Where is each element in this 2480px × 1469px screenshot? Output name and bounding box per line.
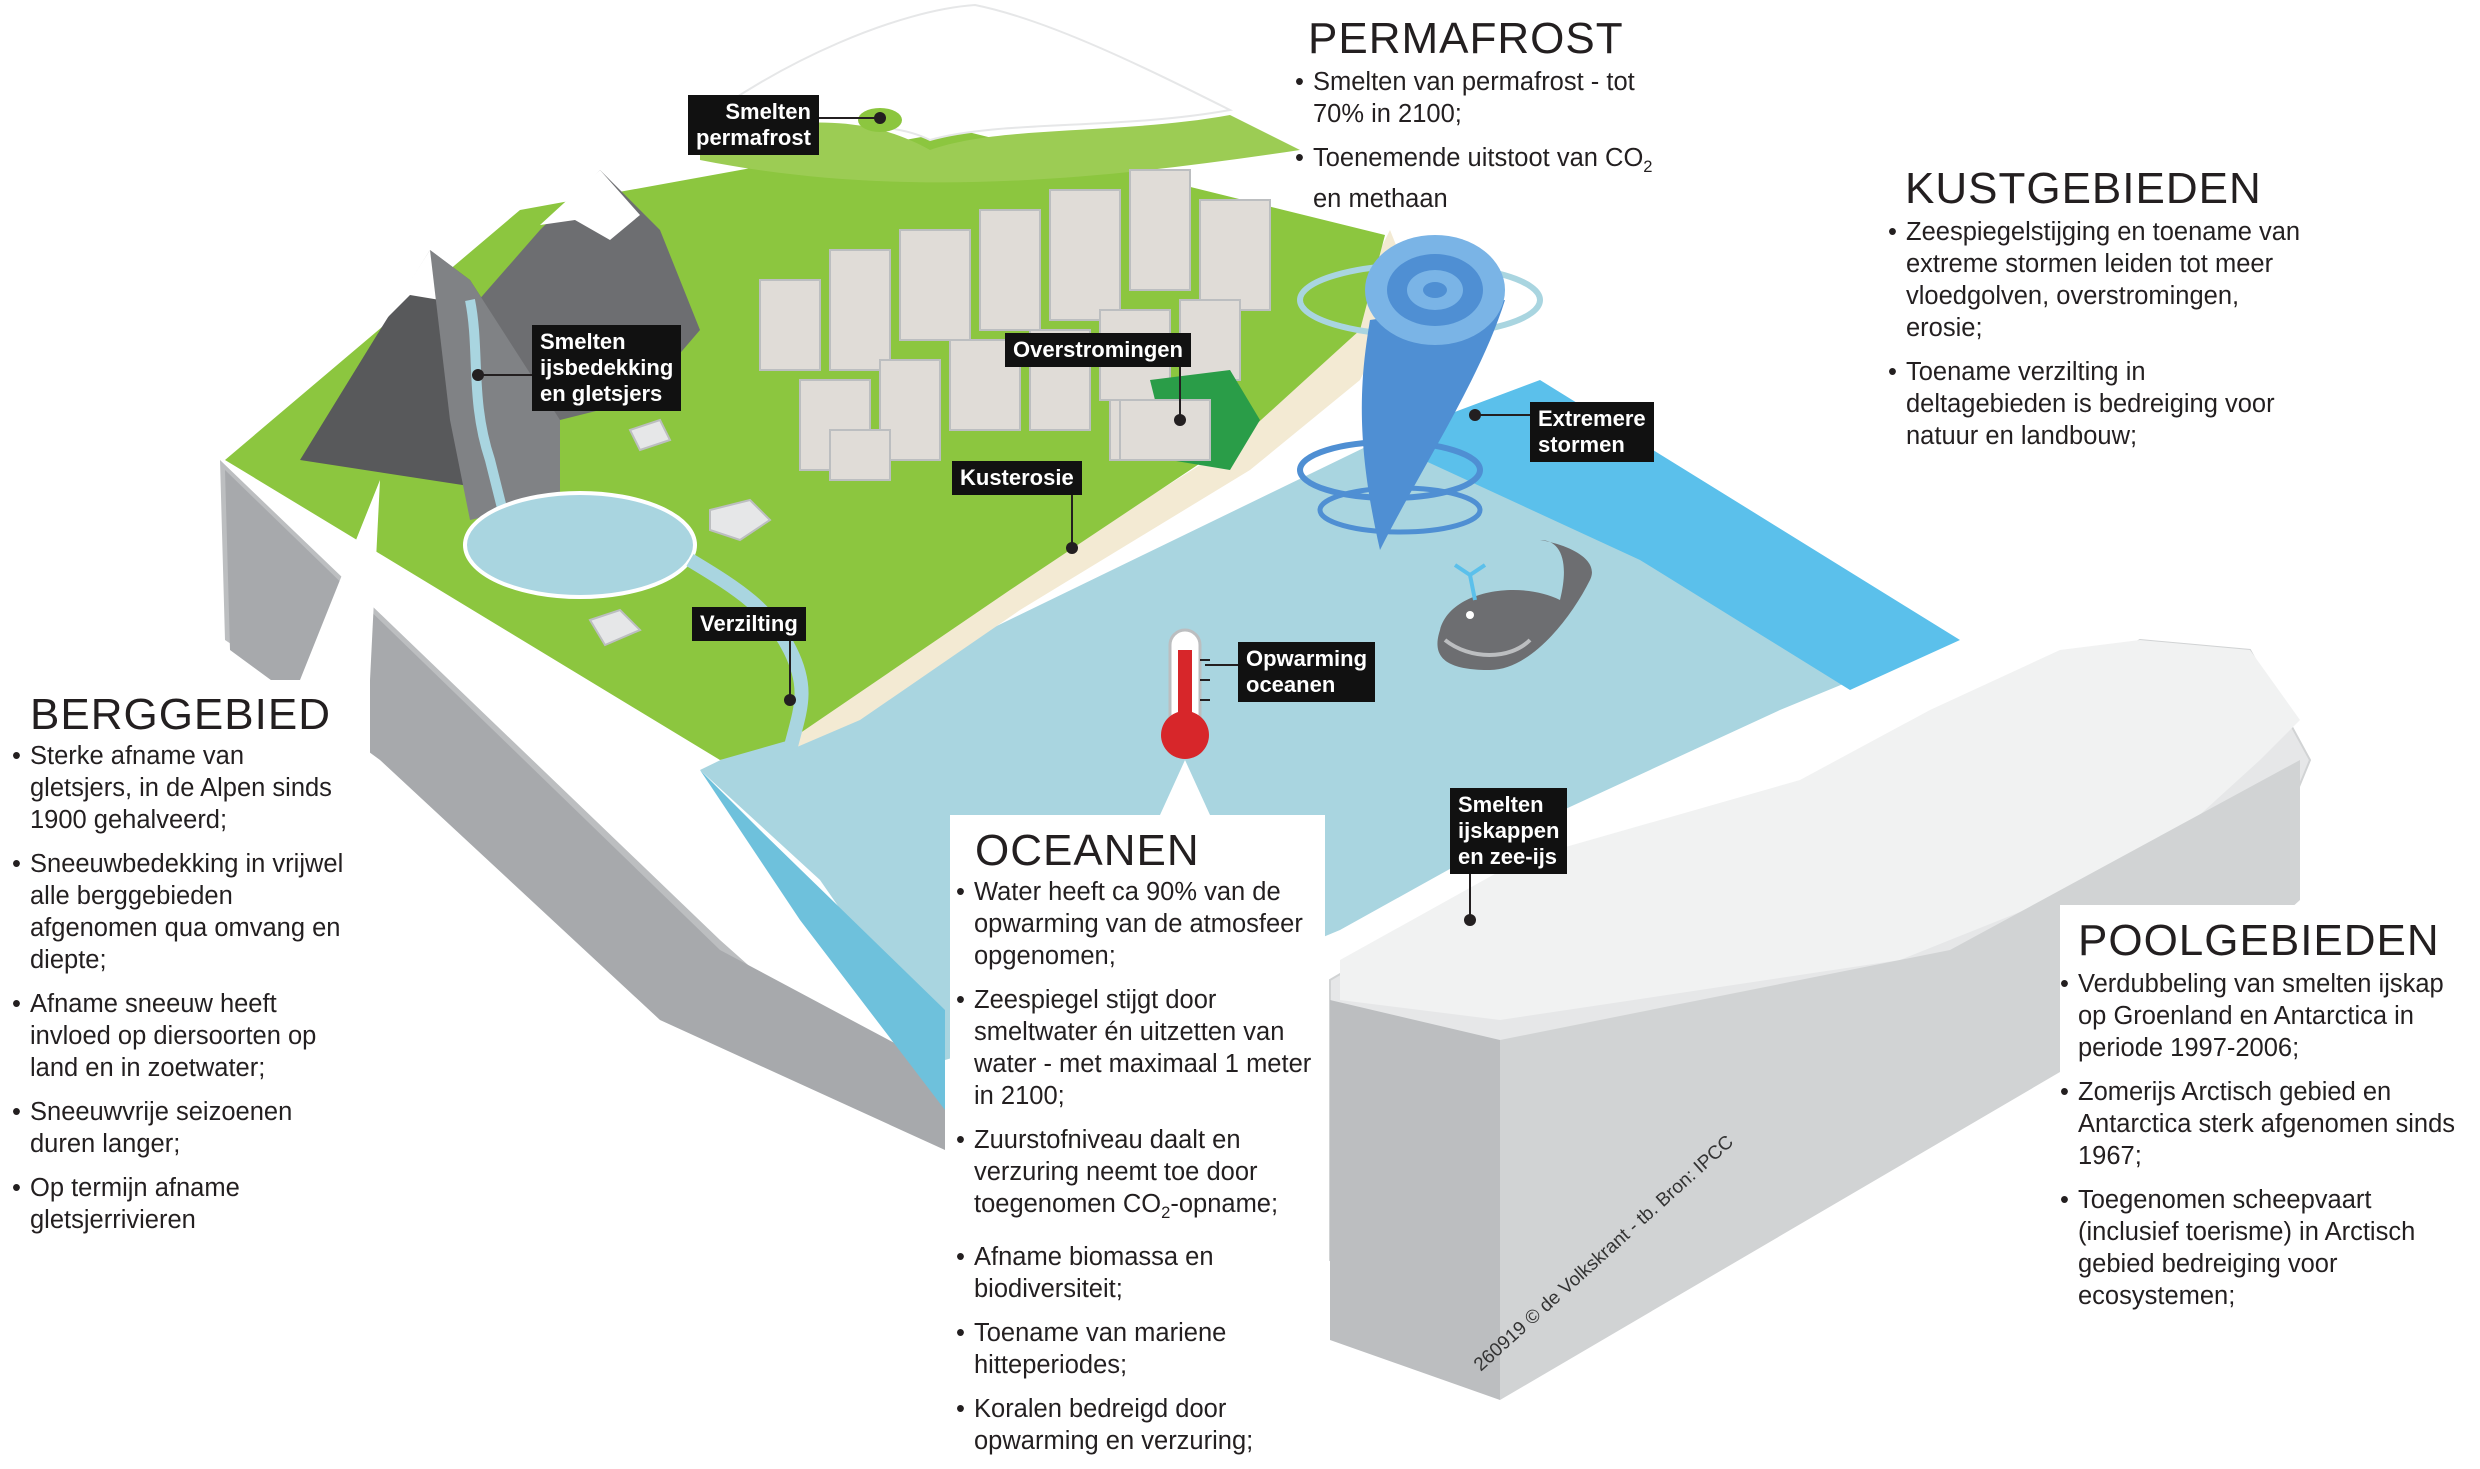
kust-title: KUSTGEBIEDEN (1905, 164, 2262, 213)
label-line: Verzilting (700, 611, 798, 636)
permafrost-bullet: Toenemende uitstoot van CO2 en methaan (1295, 142, 1675, 215)
oceanen-bullet: Toename van mariene hitteperiodes; (956, 1317, 1316, 1381)
berg-bullets: Sterke afname van gletsjers, in de Alpen… (12, 740, 352, 1248)
permafrost-bullet-text: Toenemende uitstoot van CO (1313, 144, 1644, 172)
thermometer-icon (1161, 628, 1210, 759)
label-line: Smelten (540, 329, 626, 354)
permafrost-bullet: Smelten van permafrost - tot 70% in 2100… (1295, 66, 1675, 130)
deep-water-right (1380, 380, 1960, 690)
ice-front (1330, 1000, 1500, 1400)
ice-top (1340, 640, 2300, 1020)
permafrost-bullet-text: en methaan (1313, 185, 1448, 214)
kust-bullet: Toename verzilting in deltagebieden is b… (1888, 356, 2308, 452)
oceanen-callout-pointer (1160, 760, 1210, 815)
whale-icon (1437, 540, 1592, 670)
label-overstromingen: Overstromingen (1005, 333, 1191, 367)
label-line: en gletsjers (540, 381, 663, 406)
oceanen-bullet-text: Zuurstofniveau daalt en verzuring neemt … (974, 1126, 1258, 1218)
label-line: ijskappen (1458, 818, 1560, 843)
berg-bullet: Sneeuwvrije seizoenen duren langer; (12, 1096, 352, 1160)
label-extremere-stormen: Extremere stormen (1530, 402, 1654, 462)
co2-subscript: 2 (1161, 1203, 1171, 1223)
label-line: Kusterosie (960, 465, 1074, 490)
flooded-block (1119, 399, 1211, 461)
label-line: en zee-ijs (1458, 844, 1558, 869)
kust-bullets: Zeespiegelstijging en toename van extrem… (1888, 216, 2308, 464)
permafrost-hill-green (700, 115, 1300, 183)
deep-water-front (700, 770, 945, 1110)
mountain-lake (463, 491, 697, 599)
rock (709, 498, 772, 542)
label-line: oceanen (1246, 672, 1336, 697)
label-line: Smelten (725, 99, 811, 124)
berg-bullet: Op termijn afname gletsjerrivieren (12, 1172, 352, 1236)
glacier-stream (465, 299, 510, 522)
city-block-icon (759, 169, 1271, 481)
pool-bullets: Verdubbeling van smelten ijskap op Groen… (2060, 968, 2470, 1324)
rock (628, 418, 672, 452)
oceanen-bullets: Water heeft ca 90% van de opwarming van … (956, 876, 1316, 1469)
berg-callout-pointer (300, 480, 380, 680)
oceanen-bullet: Koralen bedreigd door opwarming en verzu… (956, 1393, 1316, 1457)
label-kusterosie: Kusterosie (952, 461, 1082, 495)
label-smelten-ijskappen: Smelten ijskappen en zee-ijs (1450, 788, 1568, 874)
berg-bullet: Afname sneeuw heeft invloed op diersoort… (12, 988, 352, 1084)
label-line: stormen (1538, 432, 1625, 457)
label-line: Extremere (1538, 406, 1646, 431)
co2-subscript: 2 (1643, 157, 1653, 177)
oceanen-bullet: Zuurstofniveau daalt en verzuring neemt … (956, 1124, 1316, 1229)
permafrost-title: PERMAFROST (1308, 14, 1624, 63)
storm-funnel-icon (1297, 235, 1543, 550)
pool-bullet: Verdubbeling van smelten ijskap op Groen… (2060, 968, 2470, 1064)
label-line: Overstromingen (1013, 337, 1183, 362)
mountain-face (430, 250, 560, 520)
beach (790, 230, 1410, 750)
label-ijsbedekking: Smelten ijsbedekking en gletsjers (532, 325, 682, 411)
berg-bullet: Sneeuwbedekking in vrijwel alle berggebi… (12, 848, 352, 976)
mountain-snow-back (540, 170, 640, 240)
berg-bullet: Sterke afname van gletsjers, in de Alpen… (12, 740, 352, 836)
label-opwarming-oceanen: Opwarming oceanen (1238, 642, 1376, 702)
oceanen-bullet: Afname biomassa en biodiversiteit; (956, 1241, 1316, 1305)
label-verzilting: Verzilting (692, 607, 806, 641)
oceanen-bullet: Zeespiegel stijgt door smeltwater én uit… (956, 984, 1316, 1112)
pool-bullet: Zomerijs Arctisch gebied en Antarctica s… (2060, 1076, 2470, 1172)
pool-title: POOLGEBIEDEN (2078, 916, 2440, 965)
pool-bullet: Toegenomen scheepvaart (inclusief toeris… (2060, 1184, 2470, 1312)
berg-title: BERGGEBIED (30, 690, 331, 739)
label-line: Opwarming (1246, 646, 1368, 671)
kust-bullet: Zeespiegelstijging en toename van extrem… (1888, 216, 2308, 344)
rock (588, 608, 642, 647)
permafrost-bullets: Smelten van permafrost - tot 70% in 2100… (1295, 66, 1675, 227)
label-line: permafrost (696, 125, 811, 150)
oceanen-bullet-text: -opname; (1170, 1190, 1279, 1218)
label-line: ijsbedekking (540, 355, 674, 380)
leader-dots (472, 112, 1481, 926)
oceanen-bullet: Water heeft ca 90% van de opwarming van … (956, 876, 1316, 972)
ground-front-left (225, 470, 945, 1150)
label-line: Smelten (1458, 792, 1544, 817)
oceanen-title: OCEANEN (975, 826, 1200, 875)
label-smelten-permafrost: Smelten permafrost (688, 95, 819, 155)
